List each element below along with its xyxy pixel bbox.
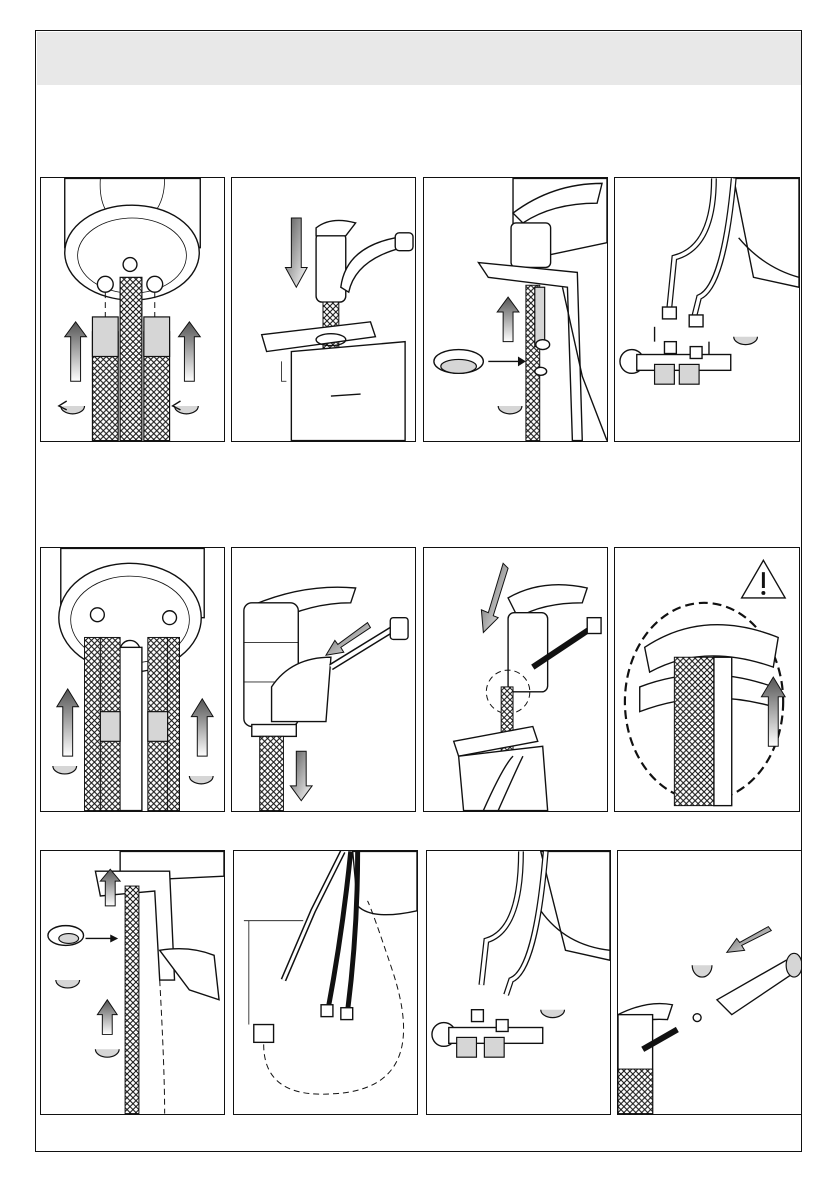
rotate-icon — [53, 766, 77, 774]
rotate-icon — [734, 337, 758, 345]
up-arrow-icon — [65, 322, 87, 381]
step-panel-5 — [40, 547, 225, 812]
step-panel-3 — [423, 177, 608, 442]
step-panel-2 — [231, 177, 416, 442]
step-panel-10 — [233, 850, 418, 1115]
up-arrow-icon — [497, 297, 519, 342]
up-arrow-icon — [178, 322, 200, 381]
diagonal-arrow-icon — [727, 927, 772, 953]
step-panel-6 — [231, 547, 416, 812]
step-panel-1 — [40, 177, 225, 442]
diagonal-arrow-icon — [481, 563, 508, 632]
step-panel-12 — [617, 850, 802, 1115]
rotate-icon — [59, 401, 85, 414]
header-band — [37, 32, 801, 85]
step-panel-9 — [40, 850, 225, 1115]
rotate-icon — [56, 980, 80, 988]
rotate-icon — [189, 776, 213, 784]
rotate-icon — [541, 1010, 565, 1018]
rotate-icon — [692, 965, 712, 977]
down-arrow-icon — [285, 218, 307, 287]
rotate-icon — [498, 406, 522, 414]
up-arrow-icon — [97, 1000, 117, 1035]
step-panel-7 — [423, 547, 608, 812]
step-panel-4 — [614, 177, 800, 442]
rotate-icon — [95, 1049, 119, 1057]
step-panel-8 — [614, 547, 800, 812]
up-arrow-icon — [191, 699, 213, 756]
up-arrow-icon — [57, 689, 79, 756]
warning-triangle-icon — [742, 560, 786, 598]
down-arrow-icon — [290, 751, 312, 800]
step-panel-11 — [426, 850, 611, 1115]
rotate-icon — [173, 401, 199, 414]
